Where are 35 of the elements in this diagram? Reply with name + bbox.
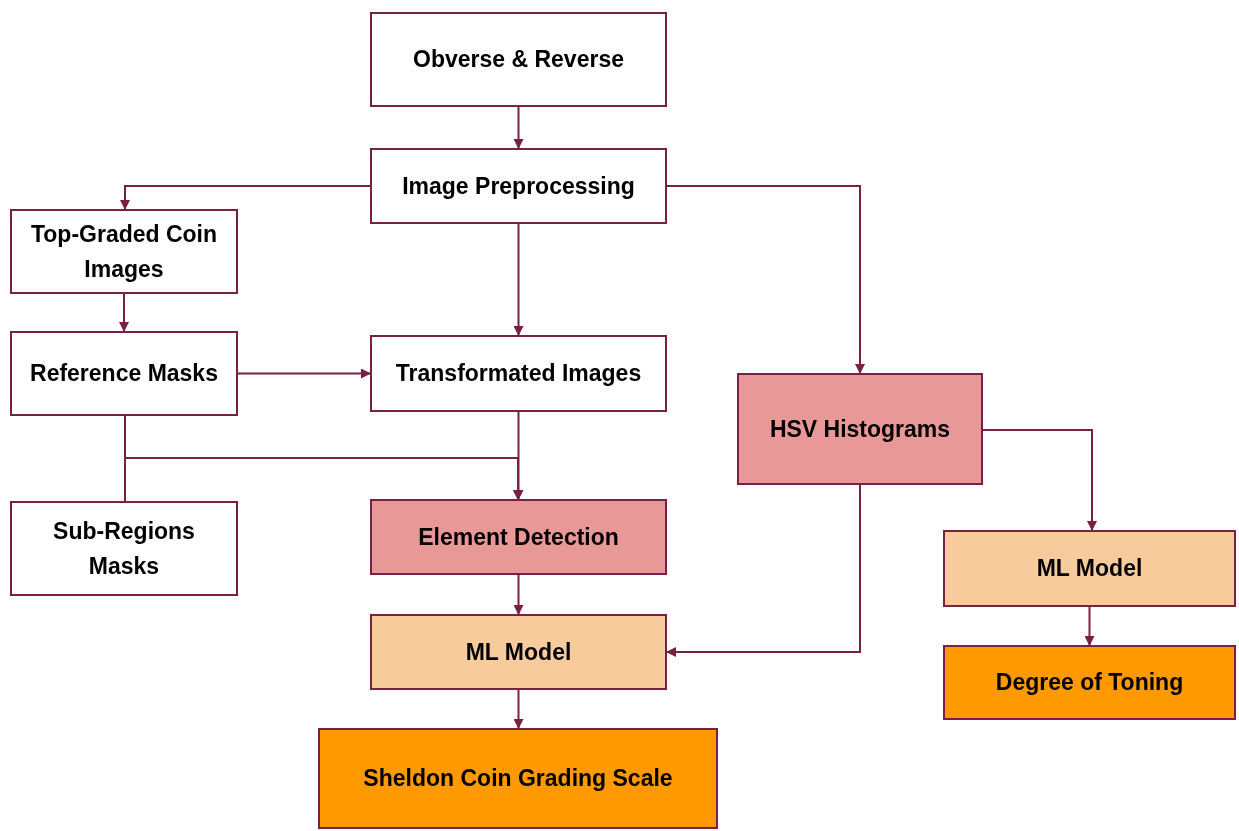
arrow: [120, 185, 371, 210]
box-label: Top-Graded Coin Images: [29, 220, 219, 284]
process-box: [370, 335, 667, 412]
process-box: [370, 614, 667, 690]
process-box: [737, 373, 983, 485]
arrow: [237, 368, 371, 379]
box-label: Reference Masks: [30, 359, 218, 389]
process-box: [318, 728, 718, 829]
box-label: Sheldon Coin Grading Scale: [363, 764, 673, 794]
process-box: [943, 530, 1236, 607]
box-label: Image Preprocessing: [402, 171, 635, 201]
box-label: Transformated Images: [395, 359, 642, 389]
box-label: ML Model: [465, 637, 572, 667]
arrow: [1084, 606, 1095, 646]
arrow: [119, 293, 129, 332]
process-box: [10, 209, 238, 294]
arrow: [666, 185, 865, 374]
arrow: [513, 689, 524, 729]
arrow: [513, 106, 524, 149]
arrow: [513, 574, 524, 615]
process-box: [943, 645, 1236, 720]
arrow: [666, 484, 861, 657]
box-label: Degree of Toning: [995, 668, 1184, 698]
box-label: Element Detection: [418, 522, 619, 552]
arrow: [982, 429, 1097, 531]
process-box: [370, 12, 667, 107]
box-label: Obverse & Reverse: [413, 45, 624, 75]
arrow: [513, 223, 524, 336]
box-label: Sub-Regions Masks: [52, 517, 196, 581]
box-label: HSV Histograms: [769, 414, 951, 444]
process-box: [10, 501, 238, 596]
process-box: [10, 331, 238, 416]
process-box: [370, 499, 667, 575]
process-box: [370, 148, 667, 224]
box-label: ML Model: [1036, 554, 1143, 584]
